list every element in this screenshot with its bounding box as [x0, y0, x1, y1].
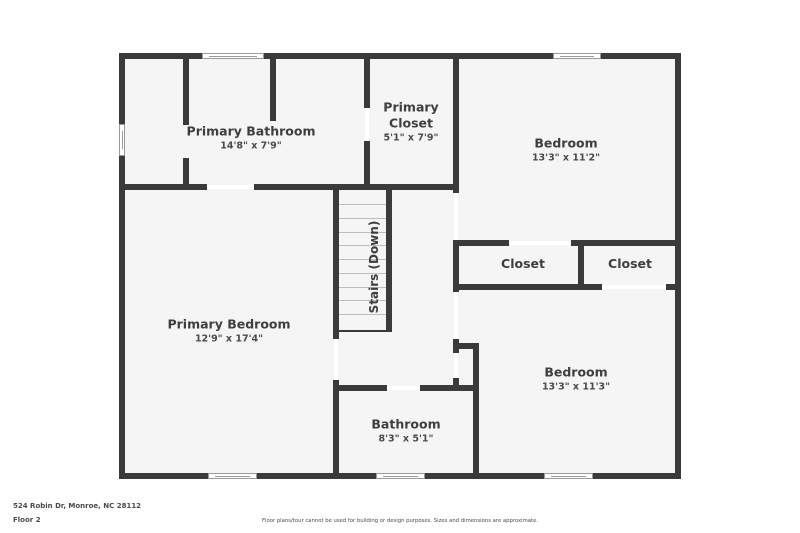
wall — [578, 240, 584, 288]
room-name: Bathroom — [371, 416, 441, 432]
room-name: Bedroom — [544, 364, 608, 380]
wall — [333, 188, 339, 339]
wall — [453, 343, 479, 349]
wall — [183, 55, 189, 125]
window — [119, 124, 125, 156]
window — [544, 473, 593, 479]
wall — [453, 240, 459, 292]
doorway — [454, 353, 458, 380]
floor-area — [121, 55, 679, 478]
room-dimensions: 13'3" x 11'2" — [531, 152, 601, 164]
window — [202, 53, 264, 59]
stair-tread — [339, 314, 386, 315]
wall — [453, 284, 602, 290]
room-dimensions: 12'9" x 17'4" — [194, 333, 264, 345]
room-dimensions: 13'3" x 11'3" — [541, 381, 611, 393]
wall — [453, 55, 459, 193]
stair-tread — [339, 287, 386, 288]
wall — [183, 158, 189, 188]
exterior-wall-left — [119, 53, 125, 479]
room-name: Bedroom — [534, 135, 598, 151]
room-primary-bathroom: Primary Bathroom 14'8" x 7'9" — [187, 124, 316, 153]
room-dimensions: 8'3" x 5'1" — [378, 433, 434, 445]
room-name: Primary Bathroom — [186, 123, 316, 139]
doorway — [454, 292, 458, 340]
wall — [453, 378, 459, 388]
room-dimensions: 14'8" x 7'9" — [220, 140, 282, 152]
doorway — [207, 185, 254, 189]
stairs-wall — [339, 330, 392, 332]
wall — [364, 55, 370, 108]
wall — [420, 385, 479, 391]
room-closet-right: Closet — [608, 256, 652, 272]
stair-tread — [339, 232, 386, 233]
doorway — [387, 386, 420, 390]
wall — [571, 240, 677, 246]
wall — [453, 240, 509, 246]
exterior-wall-right — [675, 53, 681, 479]
stair-tread — [339, 300, 386, 301]
room-name-line2: Closet — [389, 115, 433, 131]
wall — [339, 385, 387, 391]
stair-tread — [339, 204, 386, 205]
room-bedroom-top: Bedroom 13'3" x 11'2" — [532, 136, 600, 165]
address-label: 524 Robin Dr, Monroe, NC 28112 — [13, 502, 142, 510]
wall — [473, 343, 479, 476]
wall — [270, 55, 276, 121]
floor-label: Floor 2 — [13, 516, 41, 524]
window — [553, 53, 601, 59]
wall — [666, 284, 677, 290]
stairs-label: Stairs (Down) — [367, 220, 381, 314]
room-name: Primary Bedroom — [167, 316, 291, 332]
doorway — [334, 339, 338, 380]
exterior-wall-top — [119, 53, 681, 59]
wall — [254, 184, 459, 190]
wall — [333, 380, 339, 476]
doorway — [602, 285, 666, 289]
window — [376, 473, 425, 479]
room-bedroom-bottom: Bedroom 13'3" x 11'3" — [542, 365, 610, 394]
wall — [121, 184, 207, 190]
stair-tread — [339, 259, 386, 260]
stairs-wall — [386, 188, 392, 331]
room-name: Closet — [608, 256, 652, 271]
doorway — [509, 241, 571, 245]
disclaimer: Floor plans/tour cannot be used for buil… — [261, 518, 539, 524]
room-primary-bedroom: Primary Bedroom 12'9" x 17'4" — [167, 317, 290, 346]
wall — [364, 141, 370, 188]
stair-tread — [339, 273, 386, 274]
room-closet-left: Closet — [501, 256, 545, 272]
room-name-line1: Primary — [383, 99, 439, 115]
room-dimensions: 5'1" x 7'9" — [383, 132, 439, 144]
doorway — [454, 193, 458, 241]
window — [208, 473, 257, 479]
doorway — [365, 108, 369, 141]
room-bathroom: Bathroom 8'3" x 5'1" — [371, 417, 440, 446]
room-name: Closet — [501, 256, 545, 271]
stair-tread — [339, 245, 386, 246]
stair-tread — [339, 218, 386, 219]
room-primary-closet: Primary Closet 5'1" x 7'9" — [383, 100, 438, 145]
